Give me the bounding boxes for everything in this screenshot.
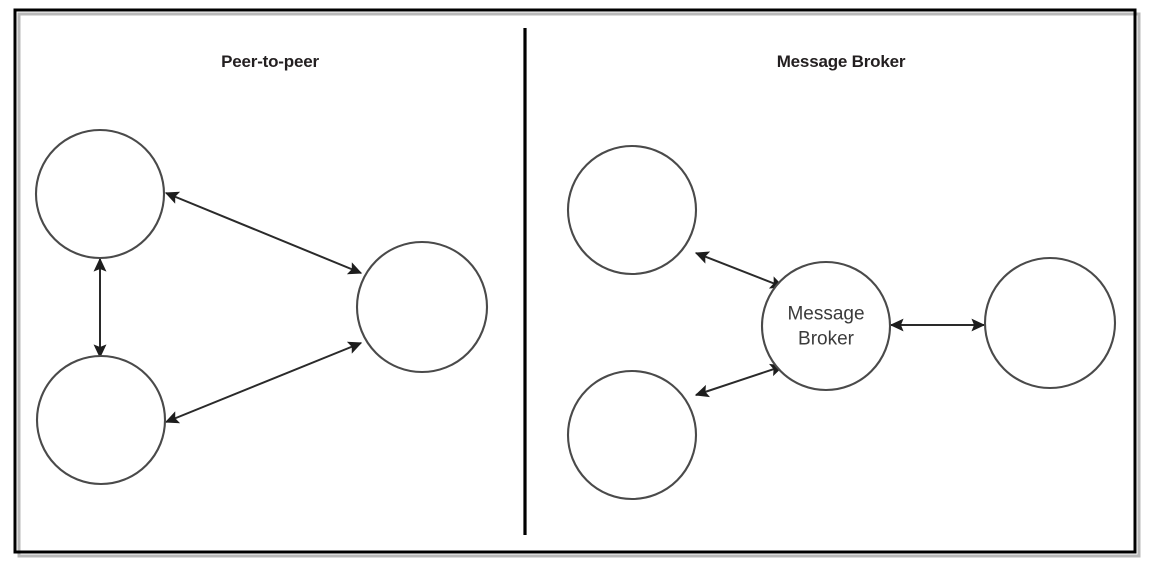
p2p-node-right-circle (355, 240, 489, 374)
panel-title-message-broker: Message Broker (777, 52, 906, 71)
node-mb-node-top-left (566, 144, 698, 276)
mb-broker-label-line-0: Message (787, 304, 864, 325)
edge-mb-botleft-broker (694, 363, 785, 398)
frame-shadow (17, 12, 1141, 558)
edge-p2p-botleft-right (164, 341, 363, 424)
node-p2p-node-bottom-left (35, 354, 167, 486)
edges-layer (93, 191, 986, 424)
edge-mb-topleft-broker (694, 251, 785, 289)
mb-node-right-circle (983, 256, 1117, 390)
panel-title-peer-to-peer: Peer-to-peer (221, 52, 319, 71)
mb-node-bottom-left-circle (566, 369, 698, 501)
node-p2p-node-top-left (34, 128, 166, 260)
p2p-node-bottom-left-circle (35, 354, 167, 486)
node-mb-node-bottom-left (566, 369, 698, 501)
p2p-node-top-left-circle (34, 128, 166, 260)
figure-frame (13, 8, 1141, 558)
mb-broker-circle (760, 260, 892, 392)
mb-node-top-left-circle (566, 144, 698, 276)
mb-broker-label-line-1: Broker (798, 329, 855, 350)
node-mb-node-right (983, 256, 1117, 390)
frame-border (13, 8, 1137, 554)
node-p2p-node-right (355, 240, 489, 374)
edge-p2p-topleft-right (164, 191, 363, 275)
